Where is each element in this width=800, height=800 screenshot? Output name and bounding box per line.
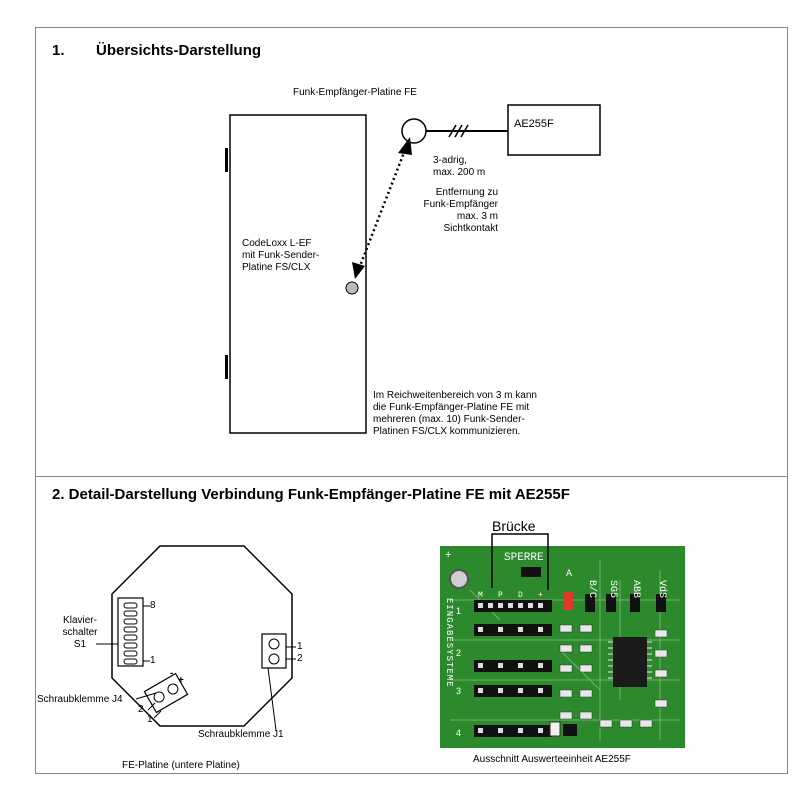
dip-pin-bottom: 1 <box>150 655 156 666</box>
pcb-m: M <box>478 591 483 600</box>
bottom-component <box>549 721 561 737</box>
terminal-j4 <box>143 672 189 714</box>
j4-leader <box>135 692 157 700</box>
door-label: CodeLoxx L-EF mit Funk-Sender- Platine F… <box>242 238 320 273</box>
receiver-label: Funk-Empfänger-Platine FE <box>293 87 417 98</box>
jumper-vds <box>656 594 666 612</box>
distance-label: Entfernung zu Funk-Empfänger max. 3 m Si… <box>423 187 498 234</box>
section-divider <box>35 476 788 477</box>
section2-title: 2. Detail-Darstellung Verbindung Funk-Em… <box>52 486 570 503</box>
pcb-a: A <box>566 569 572 580</box>
bridge-bracket <box>491 533 549 590</box>
sperre-jumper <box>521 567 541 577</box>
pcb-vds: VdS <box>656 580 668 598</box>
pcb-p: P <box>498 591 503 600</box>
ic-pins <box>608 641 652 679</box>
j4-minus: - <box>170 668 174 679</box>
j1-pin-2: 2 <box>297 653 303 664</box>
red-jumper <box>563 592 573 610</box>
pcb-eingabesysteme: EINGABESYSTEME <box>444 598 454 688</box>
cable-tick-3 <box>460 124 469 138</box>
jumper-abb <box>630 594 640 612</box>
header-rows <box>474 624 552 737</box>
ae255f-box <box>507 104 601 156</box>
bridge-label: Brücke <box>492 518 536 534</box>
pcb-bc: B/C <box>586 580 598 598</box>
pcb-caption: Ausschnitt Auswerteeinheit AE255F <box>473 754 631 765</box>
sender-knob <box>345 281 359 295</box>
pcb-sg5: SG5 <box>607 580 618 598</box>
jumper-bc <box>585 594 595 612</box>
door-hinge-bottom <box>225 355 228 379</box>
pcb-row2: 2 <box>456 648 461 658</box>
door-hinge-top <box>225 148 228 172</box>
pcb-abb: ABB <box>630 580 641 598</box>
j1-label: Schraubklemme J1 <box>198 729 284 740</box>
j4-label: Schraubklemme J4 <box>37 694 123 705</box>
cable-tick-1 <box>448 124 457 138</box>
cable-tick-2 <box>454 124 463 138</box>
j1-pin-1: 1 <box>297 641 303 652</box>
pcb-plus: + <box>538 591 543 600</box>
fe-caption: FE-Platine (untere Platine) <box>122 760 240 771</box>
ic-chip <box>613 637 647 687</box>
dip-pin-top: 8 <box>150 600 156 611</box>
j4-pin-2: 2 <box>138 704 144 715</box>
pcb-d: D <box>518 591 523 600</box>
pcb-plus-mark: + <box>445 549 451 561</box>
pcb-sperre: SPERRE <box>504 552 544 564</box>
ae255f-label: AE255F <box>514 118 554 130</box>
range-note: Im Reichweitenbereich von 3 m kann die F… <box>373 390 537 437</box>
arrow-up-icon <box>398 137 412 155</box>
j1-leader <box>267 667 277 731</box>
fe-board-outline <box>111 545 293 727</box>
pcb-row4: 4 <box>456 728 461 738</box>
outer-frame <box>35 27 788 774</box>
dip-switch-slots <box>123 602 138 665</box>
dip-label: Klavier- schalter S1 <box>62 615 98 650</box>
jumper-sg5 <box>606 594 616 612</box>
cable-label: 3-adrig, max. 200 m <box>433 155 486 178</box>
arrow-down-icon <box>352 262 365 279</box>
bottom-jumper <box>563 724 577 736</box>
pcb-row1: 1 <box>456 606 461 616</box>
section1-title: Übersichts-Darstellung <box>96 42 262 59</box>
j4-plus: + <box>178 675 184 686</box>
door <box>229 114 367 434</box>
section1-number: 1. <box>52 42 65 59</box>
smd-components <box>559 624 668 728</box>
radio-link <box>358 149 407 267</box>
pcb-row3: 3 <box>456 686 461 696</box>
j4-pin-1: 1 <box>147 714 153 725</box>
mounting-hole <box>449 569 469 589</box>
